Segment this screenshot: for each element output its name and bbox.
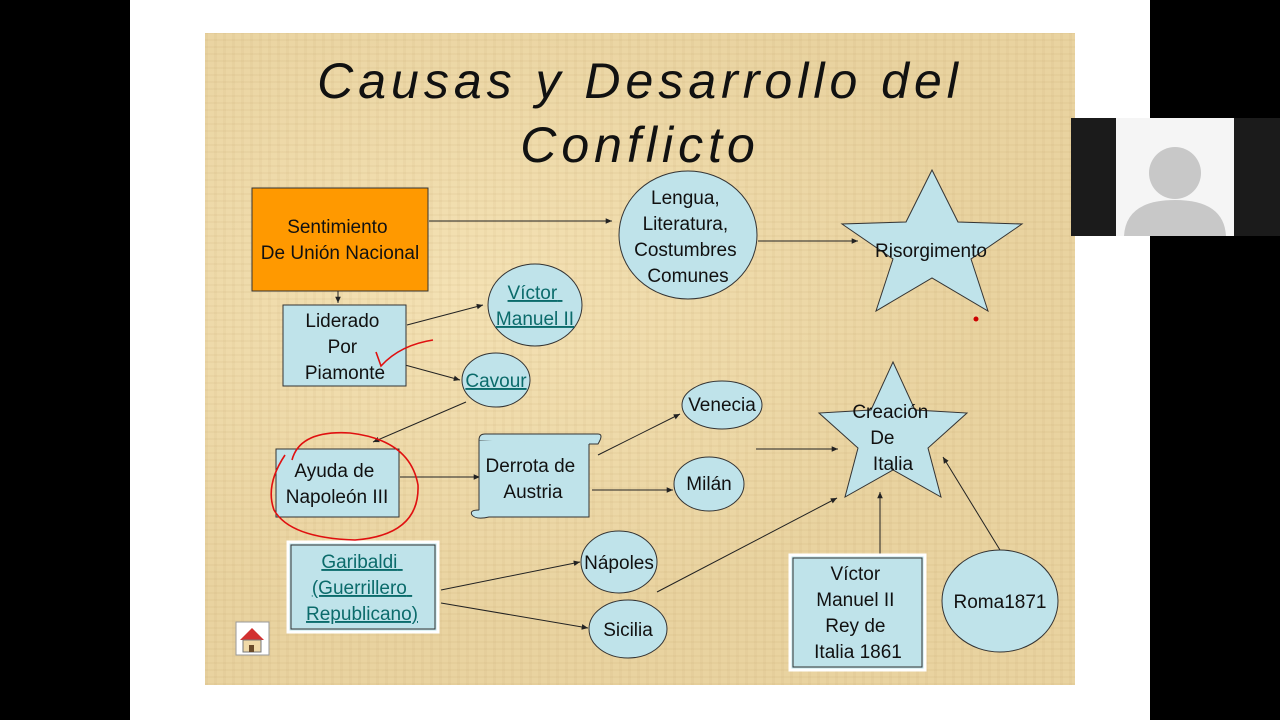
arrow-liderado-cavour [404, 364, 461, 382]
victor-manuel-link[interactable]: Víctor Manuel II [496, 283, 574, 330]
node-lengua-circle [618, 170, 758, 300]
home-icon[interactable] [235, 621, 270, 656]
slide-title-line-1: Causas y Desarrollo del [317, 53, 963, 109]
red-pointer-dot [973, 316, 979, 322]
node-roma-label: Roma1871 [954, 592, 1047, 613]
node-ayuda-box [275, 448, 400, 518]
user-avatar-icon [1116, 118, 1234, 236]
node-derrota-label: Derrota de Austria [485, 456, 580, 503]
node-roma-circle [941, 549, 1059, 653]
node-risorgimento-star [840, 168, 1024, 313]
node-victor-rey-box [788, 553, 927, 672]
node-creacion-star [817, 360, 969, 499]
arrow-cavour-ayuda [372, 401, 467, 443]
node-napoles-circle [580, 530, 658, 594]
node-creacion-label: Creación De Italia [852, 402, 933, 475]
node-sicilia-label: Sicilia [603, 620, 653, 641]
node-garibaldi-border [290, 544, 436, 630]
red-checkmark-annotation [375, 339, 434, 368]
node-victor-manuel-circle[interactable] [487, 263, 583, 347]
node-victor-rey-label: Víctor Manuel II Rey de Italia 1861 [814, 564, 902, 663]
node-lengua-label: Lengua, Literatura, Costumbres Comunes [634, 188, 742, 287]
node-milan-label: Milán [686, 474, 731, 495]
node-milan-circle [673, 456, 745, 512]
garibaldi-link[interactable]: Garibaldi (Guerrillero Republicano) [306, 552, 418, 625]
arrow-roma-creacion [942, 456, 1001, 551]
cavour-link[interactable]: Cavour [465, 371, 527, 392]
node-venecia-label: Venecia [688, 395, 756, 416]
node-victor-rey-border [792, 557, 923, 668]
node-cavour-circle[interactable] [461, 352, 531, 408]
arrow-garibaldi-napoles [440, 560, 581, 591]
node-risorgimento-label: Risorgimento [875, 241, 987, 262]
node-venecia-circle [681, 380, 763, 430]
node-liderado-box [282, 304, 407, 387]
arrow-derrota-venecia [597, 413, 681, 456]
node-liderado-label: Liderado Por Piamonte [305, 311, 385, 384]
node-sentimiento-label: Sentimiento De Unión Nacional [261, 217, 419, 264]
arrows [335, 218, 1001, 630]
slide-title-line-2: Conflicto [520, 117, 760, 173]
node-napoles-label: Nápoles [584, 553, 654, 574]
node-derrota-scroll [470, 433, 602, 519]
node-sicilia-circle [588, 599, 668, 659]
node-ayuda-label: Ayuda de Napoleón III [286, 461, 388, 508]
arrow-napoles-creacion [656, 497, 838, 593]
arrow-liderado-victor [406, 303, 484, 326]
webcam-panel [1071, 118, 1280, 236]
red-circle-annotation [270, 431, 419, 541]
arrow-garibaldi-sicilia [440, 602, 589, 630]
node-garibaldi-box[interactable] [286, 540, 440, 634]
node-sentimiento-box [251, 187, 429, 292]
